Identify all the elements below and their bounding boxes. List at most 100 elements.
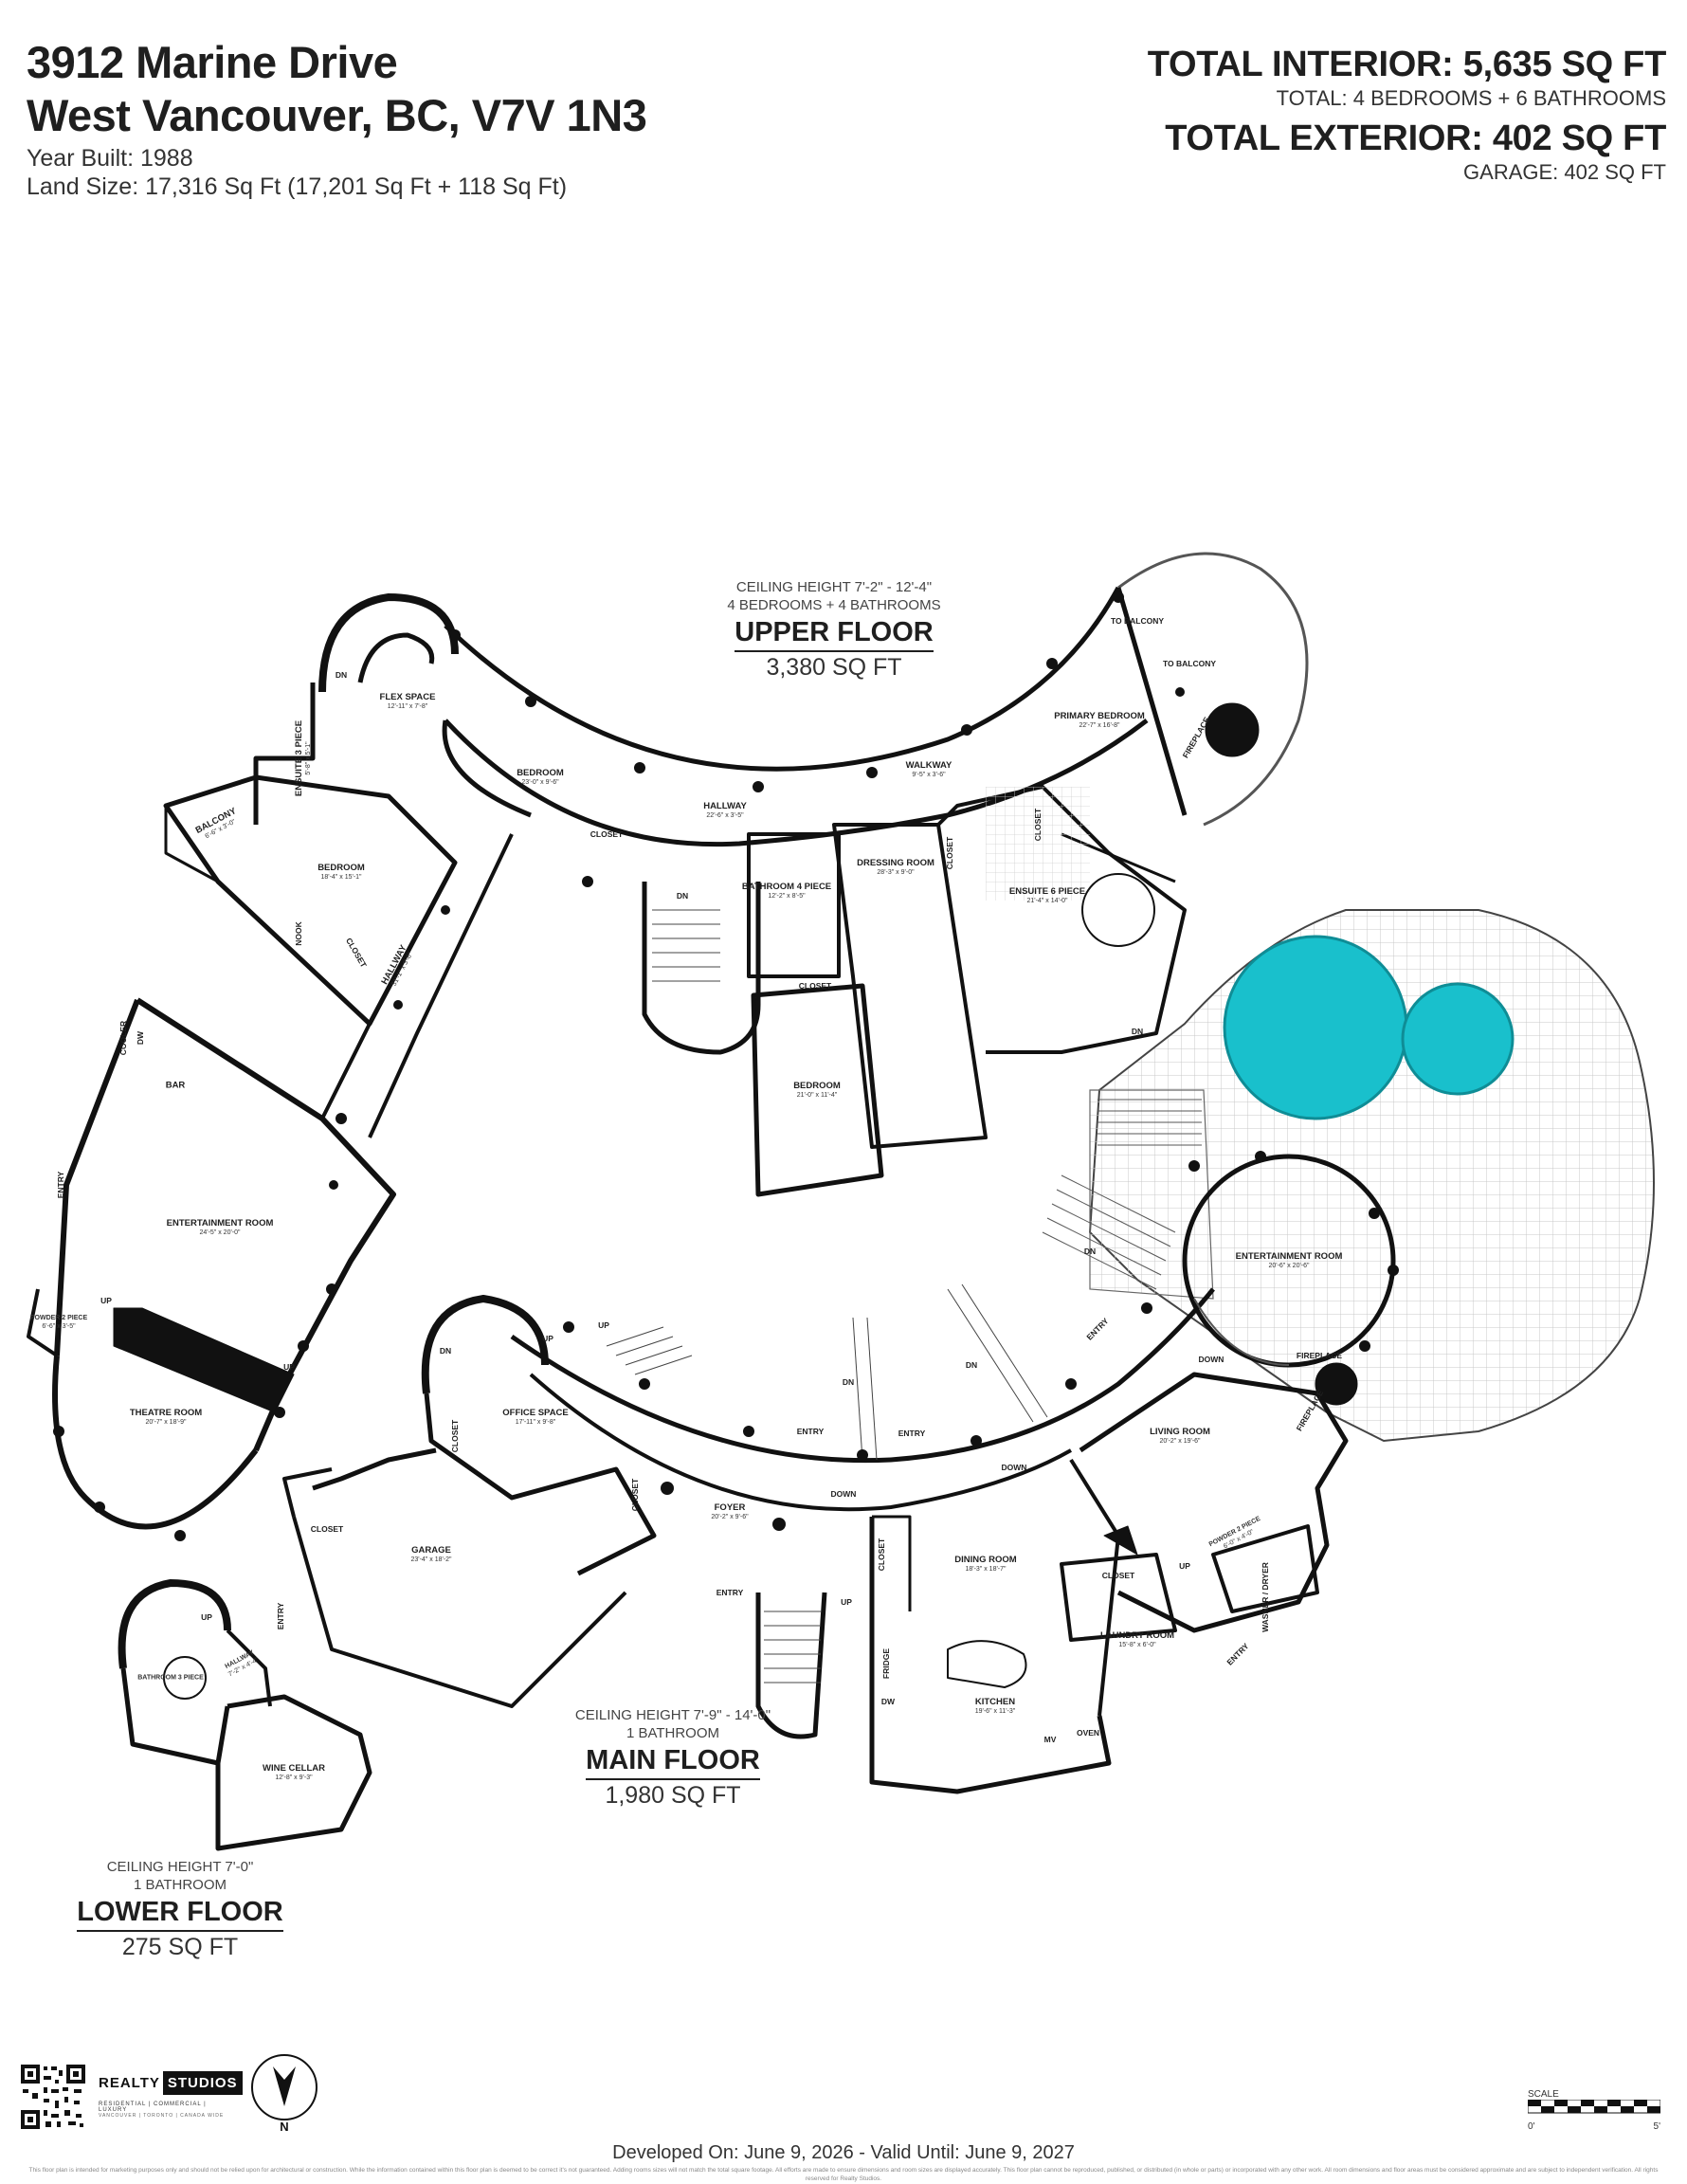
upper-area: 3,380 SQ FT [766,654,902,681]
tag-mv: MV [1043,1735,1057,1744]
scale-five: 5' [1653,2121,1660,2132]
land-size: Land Size: 17,316 Sq Ft (17,201 Sq Ft + … [27,173,568,200]
tag-closet-office-1: CLOSET [450,1419,460,1453]
tag-dn-deck: DN [1131,1027,1144,1036]
upper-floor [163,552,1309,1197]
tag-dn-upper-1: DN [335,670,348,680]
compass-north-label: N [280,2120,289,2134]
tag-fridge: FRIDGE [881,1647,891,1680]
scale-bar: SCALE 0' 5' [1527,2089,1670,2132]
tag-closet-upper-3: CLOSET [945,836,954,870]
totals: TOTAL INTERIOR: 5,635 SQ FT TOTAL: 4 BED… [1148,44,1667,186]
tag-fireplace-main: FIREPLACE [1296,1351,1343,1360]
total-exterior: TOTAL EXTERIOR: 402 SQ FT [1165,118,1666,158]
total-rooms: TOTAL: 4 BEDROOMS + 6 BATHROOMS [1276,86,1666,110]
main-rooms: 1 BATHROOM [626,1725,720,1741]
tag-closet-upper-2: CLOSET [798,981,832,991]
tag-up-theatre-2: UP [283,1362,295,1372]
year-built: Year Built: 1988 [27,145,193,172]
room-bar: BAR [165,1080,186,1091]
tag-entry-lower: ENTRY [276,1602,285,1630]
logo-cities: VANCOUVER | TORONTO | CANADA WIDE [99,2113,225,2119]
tag-up-foyer-stair: UP [841,1597,852,1607]
realty-studios-logo: REALTY STUDIOS RESIDENTIAL | COMMERCIAL … [99,2066,243,2119]
tag-oven: OVEN [1076,1728,1100,1738]
qr-code[interactable] [19,2063,87,2131]
scale-title: SCALE [1528,2089,1559,2100]
main-window-posts [53,1151,1399,1541]
tag-entry-foyer: ENTRY [716,1588,744,1597]
logo-tagline: RESIDENTIAL | COMMERCIAL | LUXURY [99,2102,207,2113]
tag-down-living: DOWN [1198,1355,1224,1364]
tag-up-main-stair: UP [598,1320,609,1330]
tag-dn-main-2: DN [965,1360,978,1370]
tag-entry-main-2: ENTRY [898,1429,926,1438]
tag-closet-dining: CLOSET [877,1538,886,1572]
main-floor-caption: CEILING HEIGHT 7'-9" - 14'-0" 1 BATHROOM… [531,1706,815,1811]
pool-large [1223,935,1408,1120]
tag-closet-upper-4: CLOSET [1033,808,1043,842]
tag-dw-bar: DW [136,1030,145,1046]
compass: N [248,2051,320,2138]
lower-floor [118,1579,372,1851]
address: 3912 Marine Drive West Vancouver, BC, V7… [27,36,647,142]
pool-small [1401,982,1515,1096]
main-area: 1,980 SQ FT [605,1782,741,1809]
tag-nook: NOOK [294,921,303,946]
tag-down-dining: DOWN [1001,1463,1027,1472]
logo-word-realty: REALTY [99,2074,160,2091]
tag-up-main-spiral: UP [542,1334,553,1343]
tag-closet-upper-1: CLOSET [590,829,624,839]
upper-rooms: 4 BEDROOMS + 4 BATHROOMS [727,597,941,613]
disclaimer: This floor plan is intended for marketin… [28,2167,1659,2182]
main-ceiling: CEILING HEIGHT 7'-9" - 14'-0" [574,1707,771,1723]
compass-icon [251,2054,317,2120]
tag-dn-main-spiral: DN [439,1346,452,1356]
tag-dw-kitchen: DW [880,1697,896,1706]
stair-deck [1089,1089,1214,1300]
address-line-1: 3912 Marine Drive [27,37,398,87]
upper-window-posts [329,592,1185,1190]
tag-up-theatre-1: UP [100,1296,112,1305]
lower-floor-caption: CEILING HEIGHT 7'-0" 1 BATHROOM LOWER FL… [47,1858,313,1962]
tag-dn-upper-2: DN [676,891,689,901]
upper-ceiling: CEILING HEIGHT 7'-2" - 12'-4" [735,579,933,595]
tag-dn-main-3: DN [1083,1247,1097,1256]
main-floor [27,997,1396,1794]
tag-to-balcony-1: TO BALCONY [1110,616,1165,626]
main-floor-title: MAIN FLOOR [586,1744,760,1780]
garage-area: GARAGE: 402 SQ FT [1463,160,1666,184]
lower-area: 275 SQ FT [121,1934,239,1960]
lower-rooms: 1 BATHROOM [133,1877,227,1893]
lower-floor-title: LOWER FLOOR [77,1896,283,1932]
tag-entry-main-1: ENTRY [796,1427,825,1436]
tag-closet-garage: CLOSET [310,1524,344,1534]
address-line-2: West Vancouver, BC, V7V 1N3 [27,90,647,140]
tag-closet-laundry: CLOSET [1101,1571,1135,1580]
scale-zero: 0' [1528,2121,1535,2132]
tag-closet-office-2: CLOSET [630,1478,640,1512]
tag-washer-dryer: WASHER / DRYER [1261,1562,1270,1632]
tag-up-lower: UP [201,1612,212,1622]
tag-to-balcony-2: TO BALCONY [1162,659,1217,668]
